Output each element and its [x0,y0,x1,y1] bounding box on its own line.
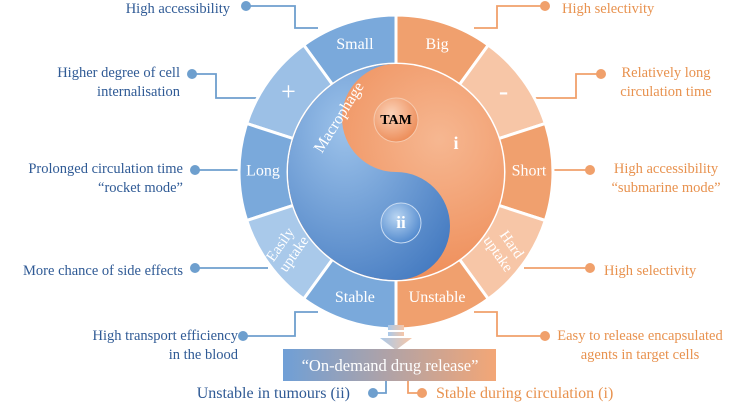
connector-dot-orange [585,165,595,175]
bottom-label-stable-circulation: Stable during circulation (i) [436,385,614,402]
down-arrow [380,325,412,350]
left-label-rocket-mode: “rocket mode” [98,180,183,196]
left-label-in-blood: in the blood [168,347,238,363]
right-label-submarine-mode: “submarine mode” [611,180,721,196]
right-label-high-accessibility: High accessibility [613,161,719,177]
ring-segment-label: Small [336,36,374,53]
right-label-high-selectivity-bottom: High selectivity [604,263,697,279]
left-label-transport-efficiency: High transport efficiency [92,328,239,344]
ring-segment-label: Stable [335,289,375,306]
connector-orange [474,311,545,337]
ring-segment-label: Short [512,163,547,180]
connector-dot-orange [540,331,550,341]
ring-segment-label: Long [246,163,280,180]
connector-dot-blue [187,69,197,79]
bottom-label-unstable-tumours: Unstable in tumours (ii) [196,385,350,402]
connector-blue [246,5,318,29]
ii-circle [380,202,422,244]
connector-dot-orange [596,69,606,79]
connector-blue [243,311,318,337]
connector-dot-blue [190,263,200,273]
right-label-easy-release-2: agents in target cells [580,347,700,363]
ring-segment-left [301,257,398,331]
right-label-long-circulation-2: circulation time [620,84,712,100]
connector-orange [474,5,545,29]
marker-ii: ii [396,213,406,232]
connector-dot-blue [368,388,378,398]
outer-ring: Small+LongEasilyuptakeStableBig-ShortHar… [237,13,555,331]
connector-orange [530,73,601,99]
ring-segment-label: Unstable [409,289,466,306]
connector-dot-blue [190,165,200,175]
connector-dot-orange [417,388,427,398]
left-label-high-accessibility: High accessibility [125,1,230,17]
connector-dot-blue [241,1,251,11]
release-box [283,349,496,381]
ring-segment-label: - [499,76,508,107]
ring-segment-label: + [281,77,296,106]
tam-circle [373,97,419,143]
tam-label: TAM [380,113,412,128]
connector-dot-blue [238,331,248,341]
left-label-side-effects: More chance of side effects [23,263,183,279]
connector-dot-orange [585,263,595,273]
release-box-text: “On-demand drug release” [302,356,479,375]
right-label-easy-release-1: Easy to release encapsulated [557,328,723,344]
connector-dot-orange [540,1,550,11]
left-label-internalisation-1: Higher degree of cell [57,65,180,81]
connector-lines [187,1,606,398]
right-label-high-selectivity-top: High selectivity [562,1,655,17]
left-label-internalisation-2: internalisation [97,84,180,100]
marker-i: i [453,133,458,153]
ring-segment-label: Big [426,36,449,53]
right-label-long-circulation-1: Relatively long [621,65,711,81]
connector-blue [192,73,262,99]
left-label-prolonged-circulation: Prolonged circulation time [28,161,183,177]
